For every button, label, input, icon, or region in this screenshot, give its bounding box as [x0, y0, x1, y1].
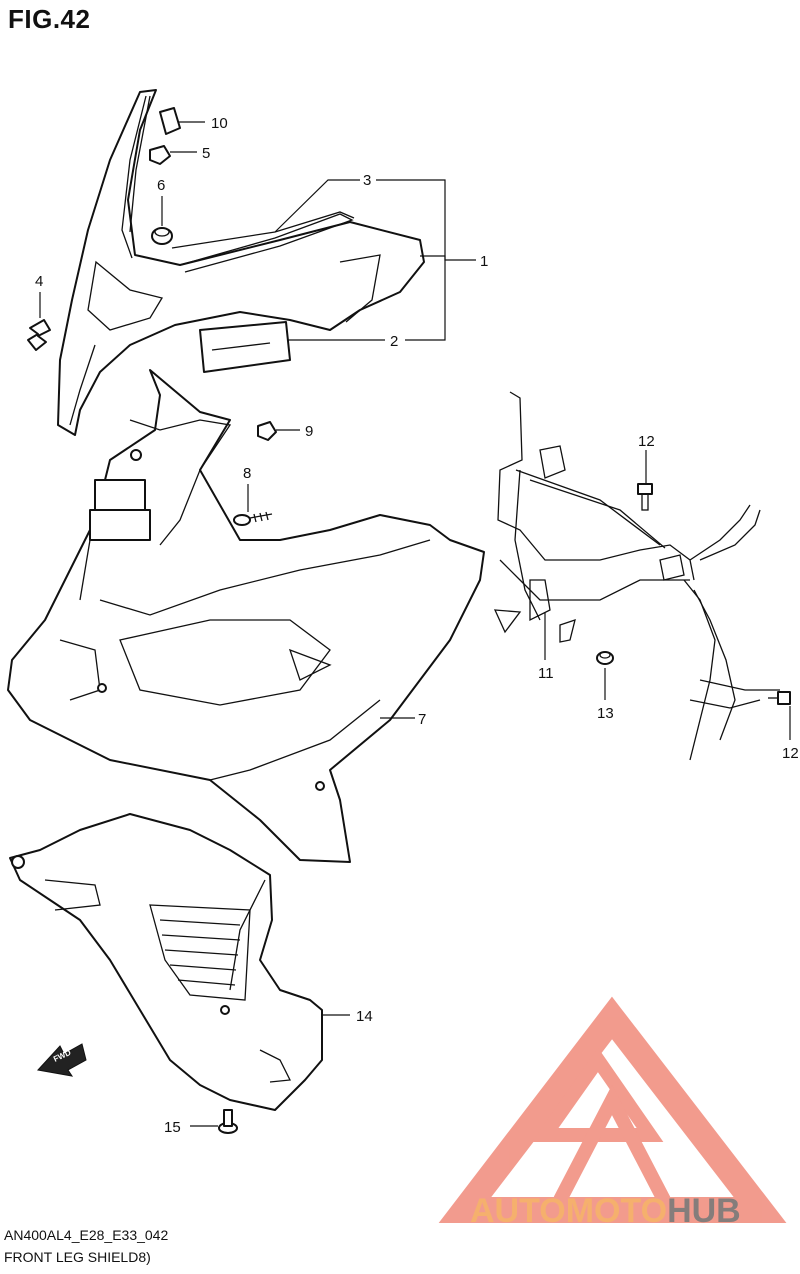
callout-9: 9 [305, 423, 313, 440]
bolt-part-12a [637, 483, 653, 511]
front-cover-part-1 [57, 89, 425, 436]
callout-12-upper: 12 [638, 433, 655, 450]
nut-part-13 [596, 651, 614, 665]
screw-part-8 [233, 511, 273, 526]
label-plate-part-2 [199, 321, 291, 373]
figure-footer: AN400AL4_E28_E33_042 FRONT LEG SHIELD8) [4, 1224, 168, 1268]
leg-shield-part-7 [7, 369, 485, 863]
frame-bracket-part-11 [493, 391, 780, 761]
callout-10: 10 [211, 115, 228, 132]
callout-14: 14 [356, 1008, 373, 1025]
callout-7: 7 [418, 711, 426, 728]
figure-caption: FRONT LEG SHIELD8) [4, 1249, 151, 1265]
callout-1: 1 [480, 253, 488, 270]
watermark-text-hub: HUB [667, 1192, 741, 1230]
callout-15: 15 [164, 1119, 181, 1136]
callout-13: 13 [597, 705, 614, 722]
push-rivet-part-15 [218, 1109, 238, 1134]
clip-nut-part-10 [159, 107, 181, 135]
callout-6: 6 [157, 177, 165, 194]
clip-part-5 [149, 145, 171, 165]
callout-labels: 10 5 6 4 3 1 2 9 8 7 11 13 12 12 14 15 [35, 115, 799, 1136]
watermark-logo [438, 996, 787, 1223]
leader-lines [39, 121, 791, 1127]
callout-12-lower: 12 [782, 745, 799, 762]
clip-part-4 [27, 319, 51, 351]
watermark-wordmark: AUTOMOTOHUB [470, 1192, 741, 1230]
callout-8: 8 [243, 465, 251, 482]
svg-text:AUTOMOTOHUB: AUTOMOTOHUB [470, 1192, 741, 1230]
bolt-part-12b [768, 691, 791, 705]
callout-11: 11 [538, 665, 554, 682]
seal-strip-part-3 [171, 211, 355, 249]
grommet-part-6 [151, 227, 173, 245]
callout-3: 3 [363, 172, 371, 189]
inner-cover-part-14 [9, 813, 323, 1111]
clip-part-9 [257, 421, 277, 441]
figure-code: AN400AL4_E28_E33_042 [4, 1227, 169, 1243]
fwd-direction-arrow: FWD [37, 1043, 87, 1077]
figure-title: FIG.42 [8, 4, 91, 34]
watermark-text-automoto: AUTOMOTO [470, 1192, 667, 1230]
callout-5: 5 [202, 145, 210, 162]
callout-4: 4 [35, 273, 43, 290]
callout-2: 2 [390, 333, 398, 350]
